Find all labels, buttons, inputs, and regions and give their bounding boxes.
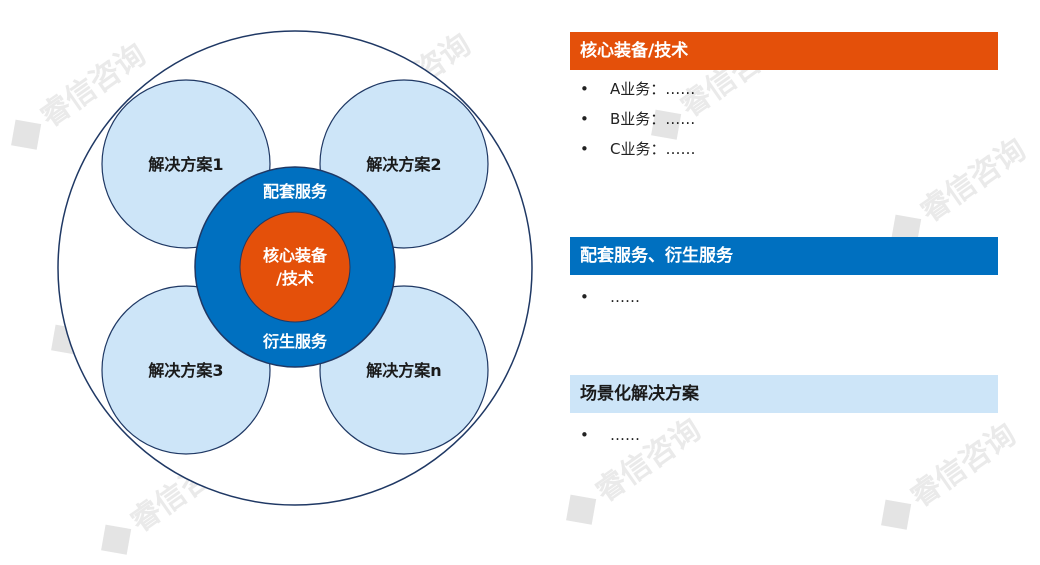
solution-label-1: 解决方案1 <box>148 155 223 174</box>
list-item: •…… <box>580 420 640 450</box>
core-tech-header: 核心装备/技术 <box>570 32 998 70</box>
list-item: •A业务：…… <box>580 74 695 104</box>
list-item: •C业务：…… <box>580 134 695 164</box>
core-tech-bullets: •A业务：…… •B业务：…… •C业务：…… <box>580 74 695 164</box>
watermark: 睿信咨询 <box>870 411 1023 537</box>
services-bullets: •…… <box>580 282 640 312</box>
bullet-icon: • <box>580 140 589 158</box>
bullet-icon: • <box>580 110 589 128</box>
solution-label-n: 解决方案n <box>366 361 441 380</box>
ring-label-top: 配套服务 <box>263 182 328 201</box>
watermark-logo-icon <box>880 499 911 530</box>
slide-canvas: 睿信咨询 睿信咨询 睿信咨询 睿信咨询 睿信咨询 睿信咨询 睿信咨询 睿信咨询 … <box>10 27 1033 555</box>
services-header: 配套服务、衍生服务 <box>570 237 998 275</box>
ring-label-bottom: 衍生服务 <box>262 332 328 351</box>
bullet-icon: • <box>580 80 589 98</box>
solution-label-2: 解决方案2 <box>366 155 441 174</box>
core-label-line2: /技术 <box>276 269 314 288</box>
core-circle <box>239 211 351 323</box>
solution-label-3: 解决方案3 <box>148 361 223 380</box>
scenario-header: 场景化解决方案 <box>570 375 998 413</box>
bullet-icon: • <box>580 288 589 306</box>
watermark-logo-icon <box>565 494 596 525</box>
ecosystem-diagram: 解决方案1 解决方案2 解决方案3 解决方案n 配套服务 衍生服务 核心装备 /… <box>57 30 533 506</box>
bullet-icon: • <box>580 426 589 444</box>
core-label-line1: 核心装备 <box>263 246 328 265</box>
scenario-bullets: •…… <box>580 420 640 450</box>
watermark: 睿信咨询 <box>880 126 1033 252</box>
list-item: •…… <box>580 282 640 312</box>
list-item: •B业务：…… <box>580 104 695 134</box>
